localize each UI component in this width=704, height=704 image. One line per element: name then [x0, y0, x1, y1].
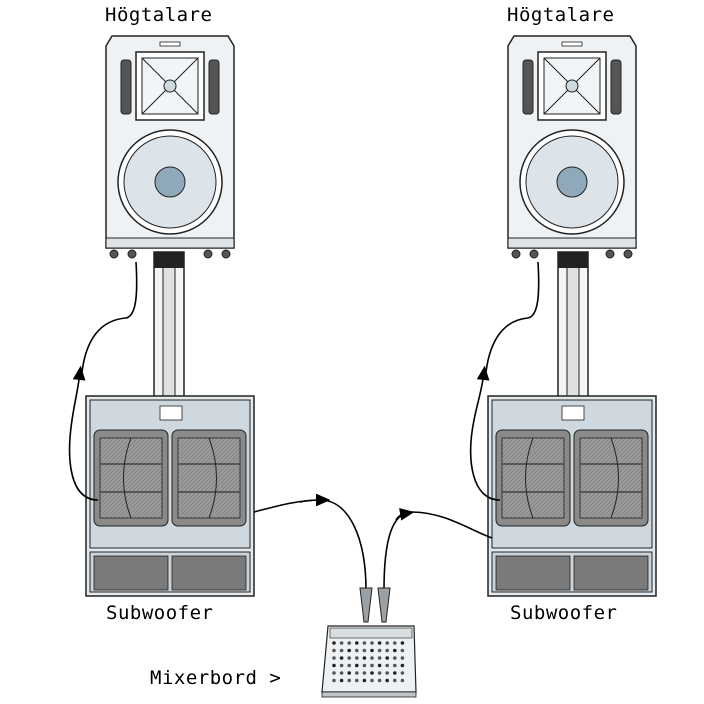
mixer-knob [377, 641, 382, 645]
mixer-knob [362, 678, 367, 683]
cable-mixer-to-sub-left [253, 499, 367, 591]
speaker-system-left [68, 35, 255, 597]
mixer-knob [370, 641, 374, 645]
mixer-knob [332, 671, 336, 675]
mixer-knob [377, 648, 382, 653]
mixer-knob [385, 671, 390, 675]
mixer-knob [355, 648, 359, 653]
mixer-knob [339, 656, 344, 660]
horn-left [135, 51, 205, 121]
mixer-knob [339, 671, 344, 675]
mixer-knob [332, 648, 336, 653]
mixer-knob [362, 656, 367, 660]
mixer-knob [347, 648, 352, 653]
cable-arrow-right [395, 508, 415, 521]
cable-mixer-to-sub-right [383, 511, 493, 591]
cable-right-top [485, 261, 540, 373]
cable-left-top [81, 261, 138, 373]
mixer-knob [400, 678, 405, 683]
mixer-knob [339, 678, 344, 683]
mixer-knob [377, 671, 382, 675]
subwoofer-left-label: Subwoofer [106, 602, 214, 624]
mixer-knob [347, 641, 352, 645]
mixer-knob [347, 678, 352, 683]
mixer-label: Mixerbord > [150, 667, 282, 689]
mixer-knob [400, 648, 405, 653]
mixer-knob [347, 671, 352, 675]
mixer-knob [362, 641, 367, 645]
mixer-knob [400, 641, 405, 645]
speaker-cabinet-left [105, 35, 235, 259]
mixer-knob [362, 671, 367, 675]
mixer-knob [355, 671, 359, 675]
mixer-knob [393, 656, 397, 660]
mixer-knob [393, 648, 397, 653]
speaker-right-label: Högtalare [507, 4, 615, 26]
cable-right-up [469, 365, 501, 501]
mixer-knob [400, 671, 405, 675]
mixer-knob [332, 678, 336, 683]
mixer-knob [332, 641, 336, 645]
subwoofer-right-label: Subwoofer [510, 602, 618, 624]
mixer-knob [393, 671, 397, 675]
mixer-knob [400, 663, 405, 668]
mixer-knob [339, 663, 344, 668]
mixer-knob [385, 678, 390, 683]
speaker-pole-right [557, 251, 589, 399]
mixer-knob [400, 656, 405, 660]
speaker-cabinet-right [507, 35, 637, 259]
mixer-knob [393, 678, 397, 683]
mixer-knob [355, 641, 359, 645]
cable-left-up [68, 365, 99, 501]
mixer-knob [355, 663, 359, 668]
mixer-knob [377, 678, 382, 683]
subwoofer-right [487, 395, 657, 597]
mixer-knob [347, 656, 352, 660]
speaker-system-right [469, 35, 657, 597]
subwoofer-left [85, 395, 255, 597]
mixer-knobs [332, 641, 405, 683]
mixer-knob [332, 656, 336, 660]
woofer-right [519, 129, 625, 235]
woofer-left [117, 129, 223, 235]
mixer-knob [370, 678, 374, 683]
mixer-knob [385, 648, 390, 653]
speaker-left-label: Högtalare [105, 4, 213, 26]
mixer-knob [385, 663, 390, 668]
mixer-knob [355, 678, 359, 683]
mixer-knob [347, 663, 352, 668]
mixer-knob [362, 648, 367, 653]
cable-arrow-left [299, 493, 331, 507]
mixer-knob [385, 641, 390, 645]
mixer-knob [362, 663, 367, 668]
speaker-pole-left [153, 251, 185, 399]
mixer-knob [370, 656, 374, 660]
mixer-knob [393, 663, 397, 668]
mixer-knob [339, 641, 344, 645]
mixer-knob [339, 648, 344, 653]
mixer-knob [370, 671, 374, 675]
horn-right [537, 51, 607, 121]
mixer-knob [377, 656, 382, 660]
mixer-knob [332, 663, 336, 668]
mixer-knob [370, 663, 374, 668]
mixer-knob [393, 641, 397, 645]
mixer [321, 587, 417, 698]
mixer-knob [377, 663, 382, 668]
mixer-knob [385, 656, 390, 660]
mixer-knob [355, 656, 359, 660]
mixer-knob [370, 648, 374, 653]
